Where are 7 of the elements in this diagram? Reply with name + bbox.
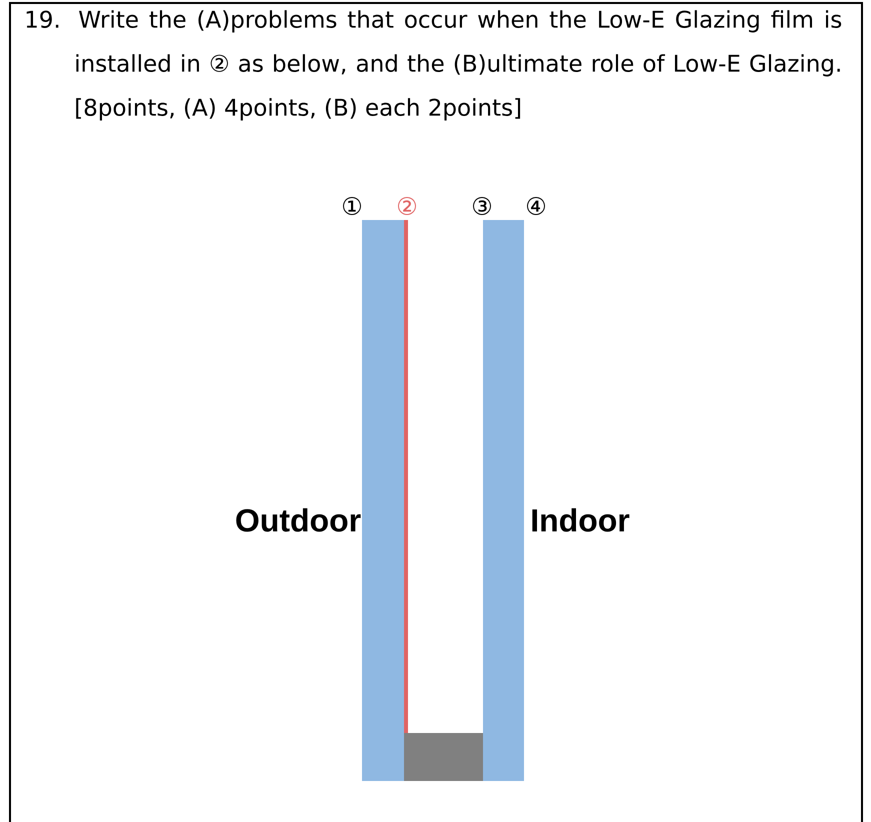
circled-number: ④ [527, 197, 545, 215]
circled-number: ① [343, 197, 361, 215]
circled-number: ③ [473, 197, 491, 215]
side-label: Indoor [532, 508, 630, 532]
circled-number: ② [398, 197, 416, 215]
side-label: Outdoor [236, 508, 361, 532]
question-text: 19. Write the (A)problems that occur when the Low-E Glazing film is installed in ② as below, and the (B)ultimate role of Low-E Glazing. [8points, (A) 4points, (B) each 2points] [26, 10, 842, 120]
